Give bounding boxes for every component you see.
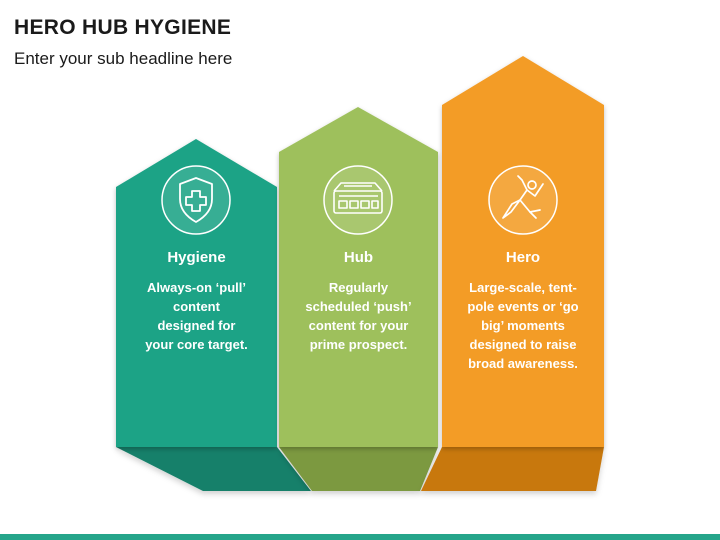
network-switch-icon (333, 182, 383, 214)
hero-description-line: designed to raise (469, 337, 577, 352)
hero-base (421, 447, 604, 491)
hero-description: Large-scale, tent- pole events or ‘go bi… (442, 278, 604, 373)
flying-hero-icon (502, 175, 544, 219)
hygiene-base (116, 447, 311, 491)
hygiene-card-text: Hygiene Always-on ‘pull’ content designe… (116, 249, 277, 354)
hub-description: Regularly scheduled ‘push’ content for y… (279, 278, 438, 354)
bottom-accent-bar (0, 534, 720, 540)
hero-description-line: pole events or ‘go (467, 299, 579, 314)
hero-description-line: big’ moments (481, 318, 565, 333)
hub-base (279, 447, 438, 491)
hygiene-description-line: your core target. (145, 337, 248, 352)
hub-description-line: prime prospect. (309, 337, 408, 352)
hero-description-line: Large-scale, tent- (469, 280, 577, 295)
hero-card-text: Hero Large-scale, tent- pole events or ‘… (442, 249, 604, 373)
hub-description-line: Regularly (328, 280, 389, 295)
hygiene-arrow-card (116, 139, 277, 447)
hygiene-description-line: designed for (157, 318, 236, 333)
hub-description-line: scheduled ‘push’ (305, 299, 412, 314)
hub-card-text: Hub Regularly scheduled ‘push’ content f… (279, 249, 438, 354)
hero-heading: Hero (505, 249, 541, 266)
hygiene-icon-circle (161, 165, 231, 235)
hygiene-description: Always-on ‘pull’ content designed for yo… (116, 278, 277, 354)
hero-arrow-card (442, 56, 604, 447)
shield-plus-icon (179, 177, 213, 223)
hygiene-heading: Hygiene (167, 249, 226, 266)
hero-description-line: broad awareness. (468, 356, 578, 371)
page-subtitle: Enter your sub headline here (14, 49, 233, 68)
hub-heading: Hub (343, 249, 374, 266)
hub-arrow-card (279, 107, 438, 447)
hygiene-description-line: content (173, 299, 220, 314)
hero-icon-circle (488, 165, 558, 235)
page-title: HERO HUB HYGIENE (14, 16, 232, 39)
hub-description-line: content for your (308, 318, 409, 333)
hygiene-description-line: Always-on ‘pull’ (147, 280, 246, 295)
